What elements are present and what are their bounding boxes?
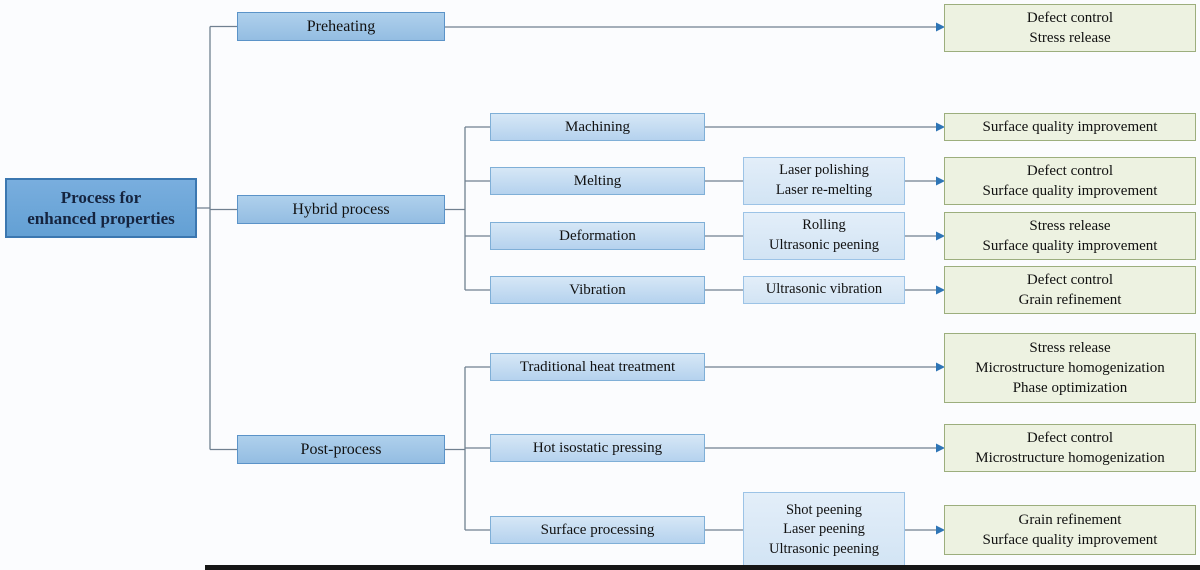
method-shot-laser-ultrasonic-peening: Shot peening Laser peening Ultrasonic pe… — [743, 492, 905, 568]
arrowheads — [936, 22, 945, 535]
outcome-grain-refinement-surface-quality: Grain refinement Surface quality improve… — [944, 505, 1196, 555]
process-melting: Melting — [490, 167, 705, 195]
hybrid-connector — [445, 126, 490, 291]
process-traditional-heat-treatment: Traditional heat treatment — [490, 353, 705, 381]
root-node-process-for-enhanced-properties: Process for enhanced properties — [5, 178, 197, 238]
process-machining: Machining — [490, 113, 705, 141]
outcome-stress-release-surface-quality: Stress release Surface quality improveme… — [944, 212, 1196, 260]
branch-preheating: Preheating — [237, 12, 445, 41]
method-rolling-ultrasonic-peening: Rolling Ultrasonic peening — [743, 212, 905, 260]
hybrid-output-connector — [705, 126, 938, 291]
outcome-defect-control-grain-refinement: Defect control Grain refinement — [944, 266, 1196, 314]
method-ultrasonic-vibration: Ultrasonic vibration — [743, 276, 905, 304]
post-output-connector — [705, 366, 938, 531]
process-hot-isostatic-pressing: Hot isostatic pressing — [490, 434, 705, 462]
method-laser-polishing-remelting: Laser polishing Laser re-melting — [743, 157, 905, 205]
branch-hybrid-process: Hybrid process — [237, 195, 445, 224]
outcome-defect-control-micro-homogenization: Defect control Microstructure homogeniza… — [944, 424, 1196, 472]
outcome-defect-control-surface-quality: Defect control Surface quality improveme… — [944, 157, 1196, 205]
post-connector — [445, 366, 490, 531]
outcome-defect-control-stress-release: Defect control Stress release — [944, 4, 1196, 52]
bottom-border-rule — [205, 565, 1200, 570]
process-vibration: Vibration — [490, 276, 705, 304]
outcome-surface-quality-improvement: Surface quality improvement — [944, 113, 1196, 141]
branch-post-process: Post-process — [237, 435, 445, 464]
process-deformation: Deformation — [490, 222, 705, 250]
process-surface-processing: Surface processing — [490, 516, 705, 544]
root-connector — [197, 25, 237, 451]
outcome-stress-micro-phase: Stress release Microstructure homogeniza… — [944, 333, 1196, 403]
